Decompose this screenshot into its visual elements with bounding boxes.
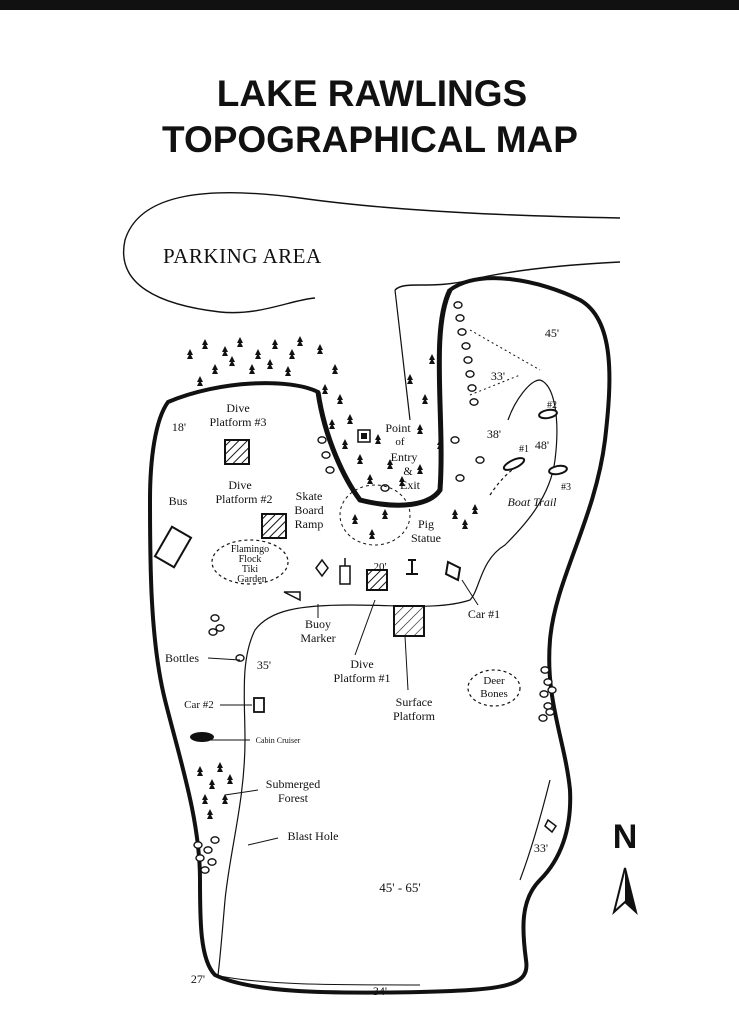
road-peninsula-left bbox=[394, 289, 411, 421]
label-pig-a: Pig bbox=[418, 517, 434, 531]
label-buoy-a: Buoy bbox=[305, 617, 331, 631]
label-skate-b: Board bbox=[294, 503, 323, 517]
label-flamingo-d: Garden bbox=[237, 574, 266, 585]
entry-zone-outline bbox=[339, 484, 411, 546]
road-outline bbox=[122, 191, 621, 314]
top-rule bbox=[0, 0, 739, 10]
boat3-icon bbox=[548, 464, 568, 476]
label-submerged-b: Forest bbox=[278, 791, 309, 805]
submerged-forest-leader bbox=[224, 789, 259, 796]
car1-icon bbox=[444, 560, 462, 582]
label-entry-b: of bbox=[395, 436, 405, 448]
depth-45-top: 45' bbox=[545, 326, 559, 340]
pig-statue-icon bbox=[406, 559, 418, 575]
dive-platform-2 bbox=[261, 513, 287, 539]
compass-north-letter: N bbox=[613, 818, 638, 856]
depth-27: 27' bbox=[191, 972, 205, 986]
label-depth-range: 45' - 65' bbox=[379, 880, 421, 895]
label-deer-b: Bones bbox=[480, 688, 508, 700]
label-bottles: Bottles bbox=[165, 651, 199, 665]
label-pig-b: Statue bbox=[411, 531, 441, 545]
label-flamingo-b: Flock bbox=[239, 554, 262, 565]
parking-area-label: PARKING AREA bbox=[163, 244, 322, 268]
depth-48: 48' bbox=[535, 438, 549, 452]
north-arrow-shade bbox=[625, 868, 636, 912]
map-title-line2: TOPOGRAPHICAL MAP bbox=[162, 119, 578, 160]
label-entry-c: Entry bbox=[391, 450, 418, 464]
label-skate-c: Ramp bbox=[295, 517, 324, 531]
inner-contour-south bbox=[519, 779, 551, 881]
label-submerged-a: Submerged bbox=[266, 777, 320, 791]
label-entry-d: & bbox=[403, 464, 413, 478]
dotted-guides bbox=[469, 329, 541, 396]
dive-platform1-leader bbox=[354, 599, 376, 656]
label-skate-a: Skate bbox=[296, 489, 323, 503]
label-boat2: #2 bbox=[547, 400, 557, 411]
label-boat1: #1 bbox=[519, 444, 529, 455]
depth-35: 35' bbox=[257, 658, 271, 672]
depth-33-top: 33' bbox=[491, 369, 505, 383]
se-object-icon bbox=[544, 818, 558, 834]
label-platform-20: 20' bbox=[374, 561, 387, 573]
deer-bones-outline bbox=[467, 669, 521, 707]
label-cabin-cruiser: Cabin Cruiser bbox=[256, 736, 301, 745]
buoy-diamond-icon bbox=[315, 558, 329, 578]
label-dive-platform1-b: Platform #1 bbox=[334, 671, 391, 685]
bottles-leader bbox=[207, 657, 241, 661]
label-dive-platform1-a: Dive bbox=[350, 657, 373, 671]
label-dive-platform3-a: Dive bbox=[226, 401, 249, 415]
buoy-marker-icon bbox=[339, 565, 351, 585]
cabin-cruiser-icon bbox=[190, 732, 214, 742]
flamingo-garden-outline bbox=[211, 539, 289, 585]
dive-platform-1 bbox=[366, 569, 388, 591]
label-boat3: #3 bbox=[561, 482, 571, 493]
label-buoy-b: Marker bbox=[300, 631, 335, 645]
skate-ramp-icon bbox=[283, 591, 301, 602]
car1-leader bbox=[461, 579, 479, 606]
label-dive-platform2-a: Dive bbox=[228, 478, 251, 492]
depth-markers: 45' 33' 38' 48' 18' 35' 33' 27' 34' bbox=[172, 326, 559, 998]
label-bus: Bus bbox=[169, 494, 188, 508]
label-boat-trail: Boat Trail bbox=[507, 495, 557, 509]
label-flamingo-a: Flamingo bbox=[231, 544, 269, 555]
label-entry-a: Point bbox=[385, 421, 411, 435]
boat1-icon bbox=[502, 457, 526, 471]
depth-33-bottom: 33' bbox=[534, 841, 548, 855]
label-flamingo-c: Tiki bbox=[242, 564, 259, 575]
entry-marker-inner bbox=[361, 433, 367, 439]
depth-18: 18' bbox=[172, 420, 186, 434]
blast-hole-leader bbox=[247, 837, 279, 846]
label-surface-a: Surface bbox=[396, 695, 433, 709]
inner-contour-bottom bbox=[214, 974, 421, 986]
depth-38: 38' bbox=[487, 427, 501, 441]
label-deer-a: Deer bbox=[483, 675, 505, 687]
label-surface-b: Platform bbox=[393, 709, 436, 723]
label-dive-platform2-b: Platform #2 bbox=[216, 492, 273, 506]
label-dive-platform3-b: Platform #3 bbox=[210, 415, 267, 429]
label-entry-e: Exit bbox=[400, 478, 421, 492]
label-blast-hole: Blast Hole bbox=[288, 829, 339, 843]
inner-contour bbox=[217, 379, 558, 976]
bus-icon bbox=[153, 525, 193, 569]
car2-icon bbox=[253, 697, 265, 713]
label-car2: Car #2 bbox=[184, 699, 214, 711]
boat-trail-path bbox=[489, 464, 521, 496]
feature-labels: Dive Platform #3 Dive Platform #2 Bus Fl… bbox=[165, 400, 571, 895]
surface-platform-leader bbox=[404, 635, 409, 691]
inner-contour-top bbox=[507, 379, 541, 421]
dive-platform-3 bbox=[224, 439, 250, 465]
peninsula-shoreline bbox=[315, 288, 453, 508]
depth-34: 34' bbox=[373, 984, 387, 998]
boat2-icon bbox=[538, 408, 558, 420]
map-title-line1: LAKE RAWLINGS bbox=[217, 73, 527, 114]
label-car1: Car #1 bbox=[468, 607, 500, 621]
surface-platform bbox=[393, 605, 425, 637]
